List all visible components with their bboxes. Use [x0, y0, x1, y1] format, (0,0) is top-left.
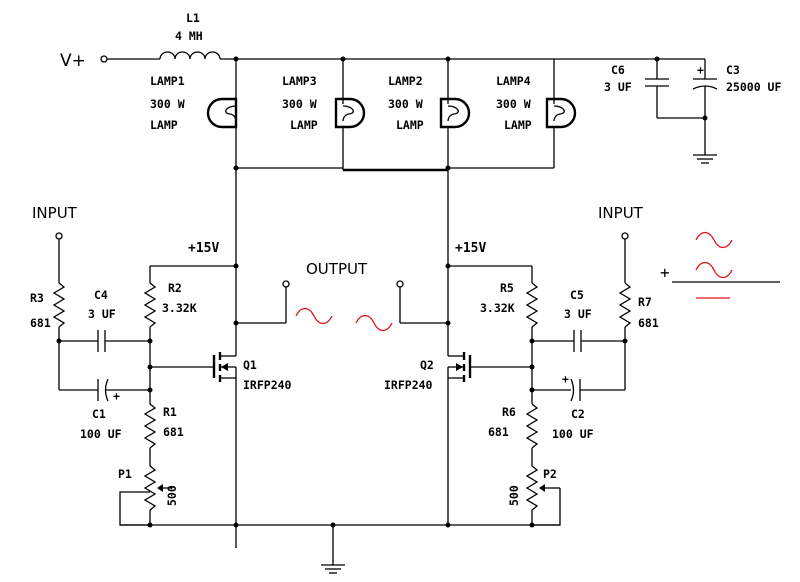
lamp2-label: LAMP2	[388, 74, 423, 88]
lamp2-bulb	[439, 97, 471, 129]
lamp2: LAMP2 300 W LAMP	[388, 74, 471, 136]
plus-sign: +	[660, 263, 670, 282]
resistor-r5: R5 3.32K	[480, 281, 539, 328]
c3-polarity: +	[697, 63, 704, 77]
lamp4-watts: 300 W	[496, 97, 531, 111]
resistor-r7: R7 681	[618, 282, 659, 330]
vplus-terminal	[100, 55, 108, 63]
input-left-terminal	[55, 232, 63, 240]
summation-annotation: +	[660, 231, 780, 299]
potentiometer-p2: P2 500	[507, 465, 560, 511]
c1-value: 100 UF	[80, 427, 122, 441]
input-left-label: INPUT	[32, 204, 78, 222]
input-right-label: INPUT	[598, 204, 644, 222]
r5-label: R5	[500, 281, 514, 295]
p1-label: P1	[118, 467, 132, 481]
r1-value: 681	[163, 425, 184, 439]
r1-label: R1	[163, 405, 177, 419]
r6-value: 681	[488, 425, 509, 439]
lamp1-watts: 300 W	[150, 97, 185, 111]
c5-value: 3 UF	[564, 307, 592, 321]
resistor-r6: R6 681	[488, 403, 539, 449]
sine-top-icon	[695, 231, 733, 249]
potentiometer-p1: P1 500	[118, 465, 179, 511]
lamp1-label: LAMP1	[150, 74, 185, 88]
sine-mid-icon	[695, 261, 733, 279]
vplus-label: V+	[60, 51, 86, 71]
q2-label: Q2	[420, 358, 434, 372]
lamp4-bulb	[545, 97, 577, 129]
mosfet-q2: Q2 IRFP240	[384, 352, 472, 392]
c2-value: 100 UF	[552, 427, 594, 441]
l1-label: L1	[186, 11, 200, 25]
resistor-r2: R2 3.32K	[143, 281, 197, 328]
output-waveforms	[295, 307, 393, 332]
c4-value: 3 UF	[88, 307, 116, 321]
l1-coil	[159, 51, 221, 60]
capacitor-c3: + C3 25000 UF	[692, 59, 781, 155]
r6-label: R6	[502, 405, 516, 419]
c6-value: 3 UF	[604, 80, 632, 94]
l1-value: 4 MH	[175, 29, 203, 43]
q1-label: Q1	[243, 358, 257, 372]
r3-label: R3	[30, 291, 44, 305]
capacitor-c2: + C2 100 UF	[532, 372, 625, 441]
ground-top	[693, 154, 717, 164]
p2-label: P2	[543, 467, 557, 481]
plus15-left-label: +15V	[188, 241, 219, 256]
lamp3-watts: 300 W	[282, 97, 317, 111]
resistor-r1: R1 681	[143, 403, 184, 449]
sine-right-icon	[355, 314, 393, 332]
r7-value: 681	[638, 316, 659, 330]
lamp3-type: LAMP	[290, 118, 318, 132]
r2-label: R2	[168, 281, 182, 295]
capacitor-c5: C5 3 UF	[532, 288, 625, 352]
c2-label: C2	[571, 407, 585, 421]
r5-value: 3.32K	[480, 301, 515, 315]
lamp3-label: LAMP3	[282, 74, 317, 88]
r7-label: R7	[638, 295, 652, 309]
r2-value: 3.32K	[162, 301, 197, 315]
c1-polarity: +	[113, 389, 120, 403]
lamp1: LAMP1 300 W LAMP	[150, 74, 238, 136]
lamp4-type: LAMP	[504, 118, 532, 132]
mosfet-q1: Q1 IRFP240	[212, 352, 292, 392]
supply-input: V+	[60, 51, 160, 71]
lamp4-label: LAMP4	[496, 74, 531, 88]
lamp3-bulb	[334, 97, 366, 129]
lamp1-type: LAMP	[150, 118, 178, 132]
resistor-r3: R3 681	[30, 282, 66, 330]
c3-value: 25000 UF	[726, 80, 781, 94]
plus15-right-label: +15V	[455, 241, 486, 256]
lamp3: LAMP3 300 W LAMP	[282, 74, 366, 136]
capacitor-c1: + C1 100 UF	[59, 378, 150, 441]
p1-value: 500	[165, 485, 179, 506]
ground-bottom	[321, 525, 345, 574]
capacitor-c4: C4 3 UF	[59, 288, 150, 352]
output-left-terminal	[282, 280, 290, 288]
lamp2-watts: 300 W	[388, 97, 423, 111]
c2-polarity: +	[562, 372, 569, 386]
q2-part: IRFP240	[384, 378, 433, 392]
lamp4: LAMP4 300 W LAMP	[496, 74, 577, 136]
q1-part: IRFP240	[243, 378, 292, 392]
inductor-l1: L1 4 MH	[159, 11, 221, 60]
output-right-terminal	[396, 280, 404, 288]
sine-left-icon	[295, 307, 333, 325]
c3-label: C3	[726, 63, 740, 77]
input-right-terminal	[621, 232, 629, 240]
c5-label: C5	[570, 288, 584, 302]
output-label: OUTPUT	[306, 260, 368, 278]
c1-label: C1	[92, 407, 106, 421]
lamp1-bulb	[206, 97, 238, 129]
r3-value: 681	[30, 316, 51, 330]
lamp2-type: LAMP	[396, 118, 424, 132]
c6-label: C6	[611, 63, 625, 77]
capacitor-c6: C6 3 UF	[604, 59, 669, 118]
p2-value: 500	[507, 485, 521, 506]
input-left: INPUT	[32, 204, 78, 283]
c4-label: C4	[94, 288, 108, 302]
input-right: INPUT	[598, 204, 644, 283]
